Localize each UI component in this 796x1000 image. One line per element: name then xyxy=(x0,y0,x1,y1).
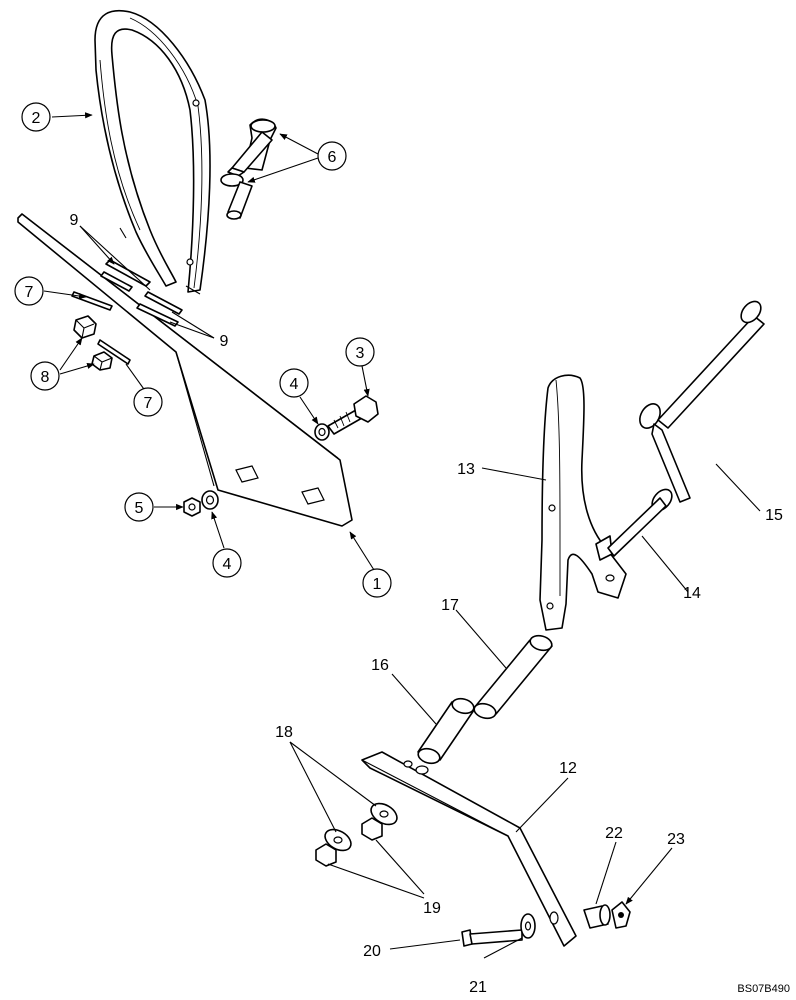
part-21-washer xyxy=(520,913,536,939)
callout-4-upper: 4 xyxy=(279,368,309,398)
callout-1-label: 1 xyxy=(373,576,382,593)
reference-code: BS07B490 xyxy=(737,983,790,995)
callout-4-upper-label: 4 xyxy=(290,376,299,393)
part-20-bolt xyxy=(461,929,523,947)
callout-5: 5 xyxy=(124,492,154,522)
callout-23: 23 xyxy=(667,831,685,848)
part-14-bolt xyxy=(607,488,673,557)
callout-16: 16 xyxy=(371,657,389,674)
part-22-bushing xyxy=(583,904,611,929)
callout-5-label: 5 xyxy=(135,500,144,517)
callout-18: 18 xyxy=(275,724,293,741)
callout-7-bottom: 7 xyxy=(133,387,163,417)
callout-7-top-label: 7 xyxy=(25,284,34,301)
part-6-bolts xyxy=(220,118,277,220)
part-12-plate xyxy=(361,751,577,947)
callout-7-top: 7 xyxy=(14,276,44,306)
callout-19: 19 xyxy=(423,900,441,917)
part-8-nuts xyxy=(73,315,113,371)
callout-8-label: 8 xyxy=(41,369,50,386)
part-15-bolt xyxy=(639,300,765,503)
callout-3-label: 3 xyxy=(356,345,365,362)
callout-7-bottom-label: 7 xyxy=(144,395,153,412)
callout-20: 20 xyxy=(363,943,381,960)
callout-13: 13 xyxy=(457,461,475,478)
callout-22: 22 xyxy=(605,825,623,842)
part-18-washers xyxy=(324,802,398,852)
callout-3: 3 xyxy=(345,337,375,367)
callout-1: 1 xyxy=(362,568,392,598)
part-13-bracket xyxy=(539,374,627,631)
part-2-handle xyxy=(94,9,211,295)
part-1-plate xyxy=(17,213,353,527)
part-4-washers xyxy=(201,423,330,510)
callout-6: 6 xyxy=(317,141,347,171)
callout-6-label: 6 xyxy=(328,149,337,166)
part-3-bolt xyxy=(327,395,379,435)
callout-8: 8 xyxy=(30,361,60,391)
callout-12: 12 xyxy=(559,760,577,777)
leader-lines xyxy=(43,112,761,959)
part-23-nut xyxy=(611,901,631,929)
part-17-spacer xyxy=(473,634,553,720)
callout-21: 21 xyxy=(469,979,487,996)
part-19-nuts xyxy=(315,817,383,867)
callout-9-top: 9 xyxy=(70,212,79,229)
callout-2: 2 xyxy=(21,102,51,132)
callout-15: 15 xyxy=(765,507,783,524)
callout-4-lower: 4 xyxy=(212,548,242,578)
callout-2-label: 2 xyxy=(32,110,41,127)
part-16-spacer xyxy=(417,697,475,765)
callout-14: 14 xyxy=(683,585,701,602)
callout-4-lower-label: 4 xyxy=(223,556,232,573)
callout-17: 17 xyxy=(441,597,459,614)
callout-9-bottom: 9 xyxy=(220,333,229,350)
part-5-nut xyxy=(183,497,201,517)
